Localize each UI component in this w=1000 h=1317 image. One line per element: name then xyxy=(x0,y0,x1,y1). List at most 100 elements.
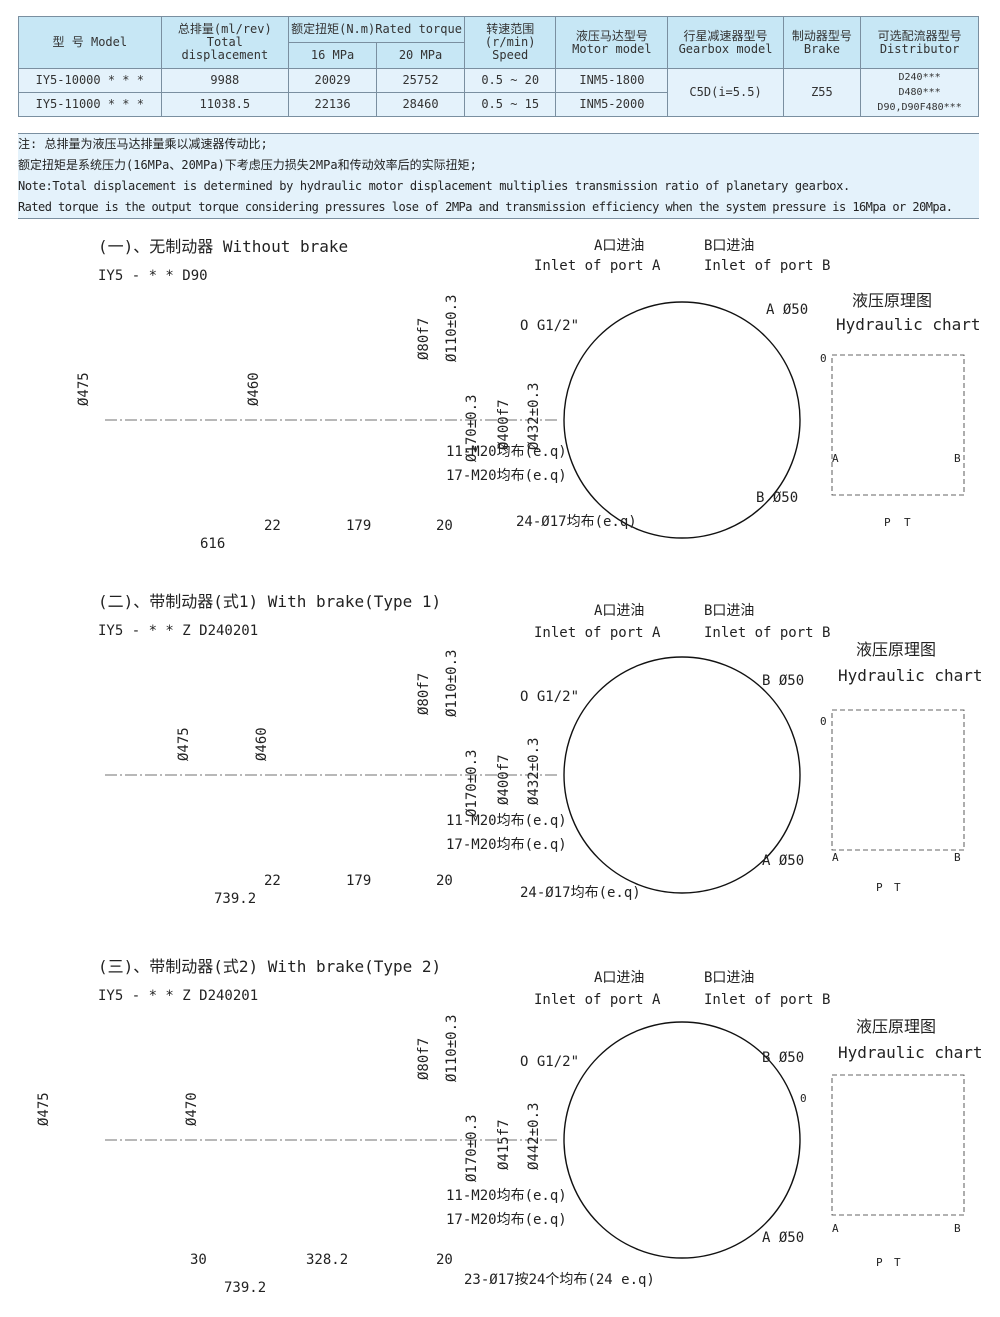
flange-holes-label: 23-Ø17按24个均布(24 e.q) xyxy=(464,1272,655,1288)
port-b-label: B xyxy=(954,851,961,864)
chart-title-zh: 液压原理图 xyxy=(852,291,932,310)
hydraulic-chart xyxy=(831,709,965,851)
chart-labels: 液压原理图 Hydraulic chart 0 A B P T xyxy=(800,1017,983,1269)
dim-110: Ø110±0.3 xyxy=(444,1015,460,1082)
inlet-a-en: Inlet of port A xyxy=(534,992,661,1008)
m20-17-label: 17-M20均布(e.q) xyxy=(446,837,567,853)
dim-30: 30 xyxy=(190,1252,207,1268)
flange-holes-label: 24-Ø17均布(e.q) xyxy=(516,514,637,530)
dim-400: Ø400f7 xyxy=(496,754,512,805)
chart-labels: 液压原理图 Hydraulic chart 0 A B P T xyxy=(820,291,981,529)
chart-title-en: Hydraulic chart xyxy=(838,1043,983,1062)
port-b-label: B xyxy=(954,1222,961,1235)
inlet-a-zh: A口进油 xyxy=(594,238,644,254)
port-0-label: 0 xyxy=(800,1092,807,1105)
note-line: 注: 总排量为液压马达排量乘以减速器传动比; xyxy=(18,137,268,151)
port-p-label: P xyxy=(876,881,883,894)
inlet-a-en: Inlet of port A xyxy=(534,625,661,641)
port-label-bottom: B Ø50 xyxy=(756,490,798,506)
inlet-b-zh: B口进油 xyxy=(704,603,754,619)
inlet-a-zh: A口进油 xyxy=(594,970,644,986)
port-0-label: 0 xyxy=(820,715,827,728)
table-row: IY5-10000 * * * 9988 20029 25752 0.5 ~ 2… xyxy=(18,68,979,117)
dim-80: Ø80f7 xyxy=(416,1038,432,1080)
m20-11-label: 11-M20均布(e.q) xyxy=(446,1188,567,1204)
dim-470: Ø470 xyxy=(184,1092,200,1126)
model-code: IY5 - * * Z D240201 xyxy=(98,988,258,1004)
dim-179: 179 xyxy=(346,518,371,534)
section-title: (二)、带制动器(式1) With brake(Type 1) xyxy=(98,592,441,611)
dim-20: 20 xyxy=(436,518,453,534)
dim-170: Ø170±0.3 xyxy=(464,1115,480,1182)
dim-80: Ø80f7 xyxy=(416,318,432,360)
end-view xyxy=(563,1021,801,1259)
cell-disp: 11038.5 xyxy=(160,92,290,117)
hdr-16mpa: 16 MPa xyxy=(288,42,378,69)
cell-brake: Z55 xyxy=(782,68,862,117)
inlet-a-en: Inlet of port A xyxy=(534,258,661,274)
hdr-displacement: 总排量(ml/rev)Total displacement xyxy=(160,16,290,69)
cell-disp: 9988 xyxy=(160,68,290,93)
inlet-a-zh: A口进油 xyxy=(594,603,644,619)
port-t-label: T xyxy=(894,1256,901,1269)
m20-17-label: 17-M20均布(e.q) xyxy=(446,1212,567,1228)
port-a-label: A xyxy=(832,1222,839,1235)
inlet-b-en: Inlet of port B xyxy=(704,625,830,641)
drawing-section-1: (一)、无制动器 Without brake IY5 - * * D90 xyxy=(76,237,981,552)
port-label-top: A Ø50 xyxy=(766,302,808,318)
inlet-b-en: Inlet of port B xyxy=(704,992,830,1008)
dim-170: Ø170±0.3 xyxy=(464,750,480,817)
note-line: Note:Total displacement is determined by… xyxy=(18,179,850,193)
dim-length: 739.2 xyxy=(224,1280,266,1296)
drawing-section-3: (三)、带制动器(式2) With brake(Type 2) IY5 - * … xyxy=(36,957,983,1296)
dim-110: Ø110±0.3 xyxy=(444,295,460,362)
model-code: IY5 - * * D90 xyxy=(98,268,208,284)
chart-title-zh: 液压原理图 xyxy=(856,1017,936,1036)
end-view xyxy=(563,301,801,539)
dim-170: Ø170±0.3 xyxy=(464,395,480,462)
port-label-top: B Ø50 xyxy=(762,673,804,689)
g12-label: O G1/2" xyxy=(520,1054,579,1070)
model-code: IY5 - * * Z D240201 xyxy=(98,623,258,639)
port-t-label: T xyxy=(904,516,911,529)
circuit-boundary xyxy=(831,354,965,496)
dim-179: 179 xyxy=(346,873,371,889)
dim-460: Ø460 xyxy=(246,372,262,406)
circuit-boundary xyxy=(831,1074,965,1216)
hdr-20mpa: 20 MPa xyxy=(376,42,465,69)
port-label-bottom: A Ø50 xyxy=(762,1230,804,1246)
cell-distributor: D240***D480***D90,D90F480*** xyxy=(860,68,979,117)
chart-title-en: Hydraulic chart xyxy=(838,666,983,685)
hdr-model: 型 号 Model xyxy=(18,16,162,69)
hdr-speed: 转速范围(r/min)Speed xyxy=(463,16,557,69)
inlet-b-en: Inlet of port B xyxy=(704,258,830,274)
dim-432: Ø432±0.3 xyxy=(526,383,542,450)
dim-80: Ø80f7 xyxy=(416,673,432,715)
end-view-labels: A口进油 Inlet of port A B口进油 Inlet of port … xyxy=(516,238,830,530)
cell-gearbox: C5D(i=5.5) xyxy=(667,68,784,117)
drawing-section-2: (二)、带制动器(式1) With brake(Type 1) IY5 - * … xyxy=(98,592,983,907)
dim-432: Ø432±0.3 xyxy=(526,738,542,805)
dim-415: Ø415f7 xyxy=(496,1119,512,1170)
port-a-label: A xyxy=(832,851,839,864)
inlet-b-zh: B口进油 xyxy=(704,238,754,254)
end-view xyxy=(563,656,801,894)
end-flange-circle xyxy=(563,1021,801,1259)
hydraulic-chart xyxy=(831,354,965,496)
port-b-label: B xyxy=(954,452,961,465)
dim-460: Ø460 xyxy=(254,727,270,761)
section-title: (一)、无制动器 Without brake xyxy=(98,237,348,256)
hdr-torque: 额定扭矩(N.m)Rated torque xyxy=(288,16,465,43)
port-p-label: P xyxy=(876,1256,883,1269)
end-view-labels: A口进油 Inlet of port A B口进油 Inlet of port … xyxy=(464,970,830,1288)
dim-20: 20 xyxy=(436,873,453,889)
port-a-label: A xyxy=(832,452,839,465)
dim-22: 22 xyxy=(264,518,281,534)
dim-20: 20 xyxy=(436,1252,453,1268)
side-view-dims: Ø475 Ø460 Ø80f7 Ø110±0.3 Ø170±0.3 Ø400f7… xyxy=(76,295,579,552)
cell-model: IY5-10000 * * * xyxy=(18,68,162,93)
